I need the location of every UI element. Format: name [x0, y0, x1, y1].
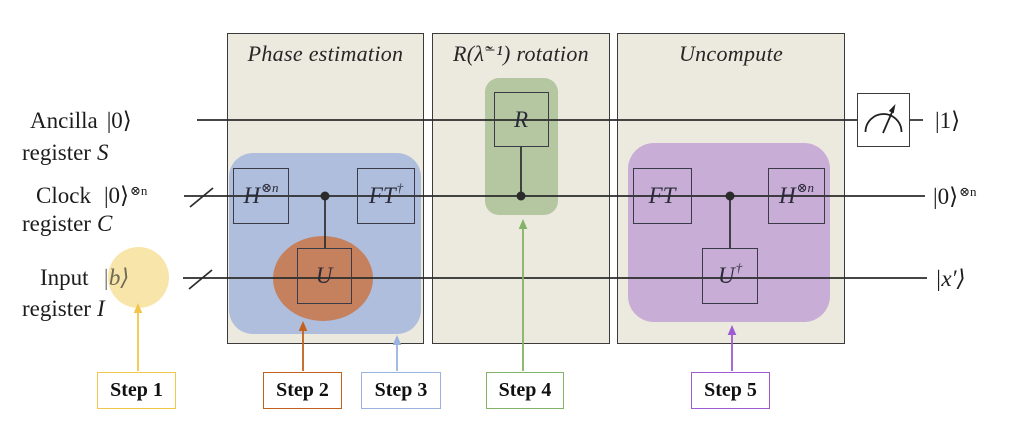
register-ancilla-label: Ancilla |0⟩ — [30, 108, 133, 134]
section-rotation-title: R(λ̃⁻¹) rotation — [453, 41, 589, 66]
input-bundle-slash — [188, 269, 213, 290]
register-var: I — [96, 296, 105, 321]
step-4-label: Step 4 — [498, 379, 552, 401]
gauge-needle-arrowhead — [888, 103, 896, 113]
register-word: register — [22, 296, 91, 321]
gate-label: FT — [648, 183, 676, 208]
step-5-label: Step 5 — [704, 379, 757, 401]
step-3-box: Step 3 — [361, 372, 441, 409]
gate-ft: FT — [633, 168, 692, 224]
output-ket: |0⟩ — [933, 184, 959, 209]
step-1-box: Step 1 — [97, 372, 176, 409]
highlight-uncompute-blob — [628, 143, 830, 322]
step-2-box: Step 2 — [263, 372, 342, 409]
gate-rotation-r: R — [494, 92, 549, 147]
output-input-ket-x-prime: |x′⟩ — [935, 266, 967, 292]
step-2-label: Step 2 — [276, 379, 329, 401]
output-ket-sup: ⊗n — [959, 184, 977, 199]
gauge-arc — [864, 112, 903, 132]
register-word: register — [22, 211, 91, 236]
gate-label: H — [243, 183, 261, 208]
register-word: register — [22, 140, 91, 165]
output-clock-ket-zero-n: |0⟩⊗n — [933, 184, 976, 210]
step-1-label: Step 1 — [110, 379, 163, 401]
register-name: Input — [40, 265, 89, 290]
gate-label: H — [778, 183, 796, 208]
gate-label: U — [717, 263, 735, 288]
highlight-input-circle — [108, 247, 169, 308]
measurement-box — [857, 93, 910, 147]
step-4-box: Step 4 — [486, 372, 564, 409]
gate-controlled-u-dagger: U† — [702, 248, 758, 304]
gate-label-sup: † — [396, 180, 404, 195]
register-clock-label: Clock |0⟩⊗n — [36, 183, 147, 209]
gate-label-sup: ⊗n — [261, 180, 279, 195]
gate-label-sup: † — [735, 260, 743, 275]
step-5-box: Step 5 — [691, 372, 770, 409]
gate-hadamard-n-uncompute: H⊗n — [768, 168, 825, 224]
register-name: Ancilla — [30, 108, 98, 133]
register-var: S — [96, 140, 109, 165]
gate-label: R — [513, 106, 529, 132]
gate-controlled-u: U — [297, 248, 352, 304]
section-phase-estimation-title: Phase estimation — [247, 41, 404, 66]
ket-zero: |0⟩ — [103, 183, 130, 208]
gate-hadamard-n-phase: H⊗n — [233, 168, 289, 224]
gate-label: U — [315, 263, 333, 288]
section-uncompute-title: Uncompute — [678, 41, 784, 66]
step-3-label: Step 3 — [374, 379, 428, 401]
gauge-needle — [882, 110, 894, 133]
ket-sup: ⊗n — [130, 183, 148, 198]
gate-label-sup: ⊗n — [796, 180, 815, 195]
gate-ft-dagger: FT† — [357, 168, 415, 224]
register-var: C — [96, 211, 113, 236]
register-name: Clock — [36, 183, 91, 208]
ket-zero: |0⟩ — [106, 108, 132, 133]
ket-b: |b⟩ — [102, 265, 130, 290]
output-ket: |1⟩ — [935, 108, 961, 133]
register-input-label: Input |b⟩ — [40, 265, 130, 291]
clock-bundle-slash — [189, 187, 214, 208]
measurement-gauge-icon — [864, 103, 903, 133]
gate-label: FT — [368, 183, 396, 208]
output-ancilla-ket-one: |1⟩ — [935, 108, 961, 134]
output-ket: |x′⟩ — [935, 266, 966, 291]
